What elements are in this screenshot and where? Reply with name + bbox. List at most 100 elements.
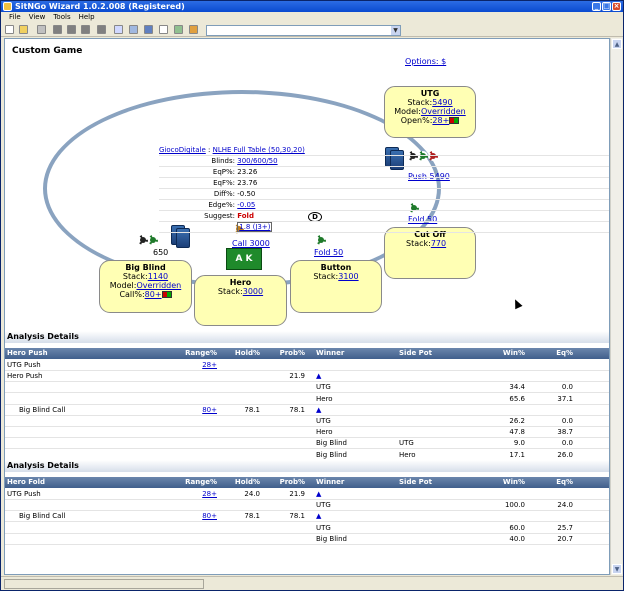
app-icon [3,2,12,11]
collapse-arrow-icon[interactable]: ▲ [316,490,322,498]
edge-link[interactable]: -0.05 [237,201,256,209]
col-header: Winner [316,349,345,357]
close-button[interactable]: × [612,2,621,11]
menu-tools[interactable]: Tools [53,13,71,21]
model-label: Model: [394,107,421,116]
table-cell: Big Blind [316,450,347,459]
vertical-scrollbar[interactable]: ▲ ▼ [610,38,622,575]
table-cell: UTG [316,417,331,425]
table-cell: 37.1 [557,394,573,403]
new-file-icon[interactable] [5,25,14,34]
menu-file[interactable]: File [9,13,21,21]
grid-icon[interactable] [144,25,153,34]
seat-utg[interactable]: UTG Stack:5490 Model:Overridden Open%:28… [384,86,476,138]
seat-name: UTG [420,89,440,98]
seat-button[interactable]: Button Stack:3100 [290,260,382,313]
table-icon[interactable] [129,25,138,34]
col-header: Side Pot [399,478,432,486]
eqp-value: 23.26 [237,168,258,176]
collapse-arrow-icon[interactable]: ▲ [316,405,322,414]
model-link[interactable]: Overridden [136,281,182,290]
game-link[interactable]: NLHE Full Table (50,30,20) [212,146,305,154]
range-link[interactable]: 80+ [202,405,217,414]
range-link[interactable]: 28+ [202,490,217,498]
hero-hand: A K [226,248,262,270]
stack-label: Stack: [313,272,339,281]
table-cell: 40.0 [509,534,525,543]
range-link[interactable]: 80+ [202,512,217,521]
table-cell: Big Blind [316,534,347,543]
site-link[interactable]: GiocoDigitale [159,146,206,154]
col-header: Hold% [234,478,260,486]
open-folder-icon[interactable] [19,25,28,34]
cutoff-action[interactable]: Fold 50 [408,215,438,224]
stack-link[interactable]: 3100 [338,272,359,281]
toolbar-dropdown[interactable]: ▼ [206,25,401,36]
col-header: Hero Fold [7,478,46,486]
chart-icon[interactable] [159,25,168,34]
table-cell: 60.0 [509,523,525,532]
open-range-link[interactable]: 28+ [432,116,450,125]
chevron-down-icon[interactable]: ▼ [391,26,400,35]
table-cell: Hero [399,450,416,459]
page-title: Custom Game [12,46,83,56]
collapse-arrow-icon[interactable]: ▲ [316,512,322,521]
stack-link[interactable]: 1140 [147,272,169,281]
status-pane [4,579,204,589]
copy-icon[interactable] [114,25,123,34]
toolbar [1,23,623,37]
tool-icon-3[interactable] [81,25,90,34]
hero-action[interactable]: Call 3000 [232,239,270,248]
call-range-link[interactable]: 80+ [144,290,162,299]
tool-icon-1[interactable] [53,25,62,34]
status-bar [1,576,623,590]
tool-icon-4[interactable] [97,25,106,34]
menu-view[interactable]: View [28,13,46,21]
col-header: Win% [502,478,525,486]
blinds-link[interactable]: 300/600/50 [237,157,278,165]
settings-icon[interactable] [37,25,46,34]
table-cell: Hero [316,394,333,403]
table-cell: 21.9 [289,490,305,498]
maximize-button[interactable]: □ [602,2,611,11]
table-cell: 78.1 [244,405,260,414]
tool-icon-2[interactable] [67,25,76,34]
stack-link[interactable]: 5490 [432,98,453,107]
scroll-down-icon[interactable]: ▼ [612,564,622,574]
menu-help[interactable]: Help [78,13,95,21]
table-cell: 17.1 [509,450,525,459]
eqp-label: EqP%: [212,168,235,176]
range-link[interactable]: 28+ [202,361,217,369]
utg-action[interactable]: Push 5490 [408,172,450,181]
button-action[interactable]: Fold 50 [314,248,344,257]
seat-cutoff[interactable]: Cut Off Stack:770 [384,227,476,279]
seat-hero[interactable]: Hero Stack:3000 [194,275,287,326]
seat-name: Big Blind [125,263,166,272]
wizard-icon[interactable] [189,25,198,34]
seat-bigblind[interactable]: Big Blind Stack:1140 Model:Overridden Ca… [99,260,192,313]
col-header: Side Pot [399,349,432,357]
range-box-link[interactable]: 1.8 (J3+) [237,222,273,232]
col-header: Range% [185,478,217,486]
options-link[interactable]: Options: $ [405,57,447,66]
title-bar: SitNGo Wizard 1.0.2.008 (Registered) _ □… [1,1,623,12]
stack-label: Stack: [122,272,148,281]
col-header: Eq% [556,478,573,486]
stack-label: Stack: [217,287,243,296]
edit-icon[interactable] [174,25,183,34]
menu-bar: File View Tools Help [1,12,623,23]
scroll-up-icon[interactable]: ▲ [612,39,622,49]
stack-link[interactable]: 3000 [242,287,264,296]
minimize-button[interactable]: _ [592,2,601,11]
analysis-table-header: Hero Fold Range% Hold% Prob% Winner Side… [5,477,609,488]
col-header: Win% [502,349,525,357]
model-link[interactable]: Overridden [420,107,466,116]
collapse-arrow-icon[interactable]: ▲ [316,372,322,381]
stack-link[interactable]: 770 [430,239,447,248]
